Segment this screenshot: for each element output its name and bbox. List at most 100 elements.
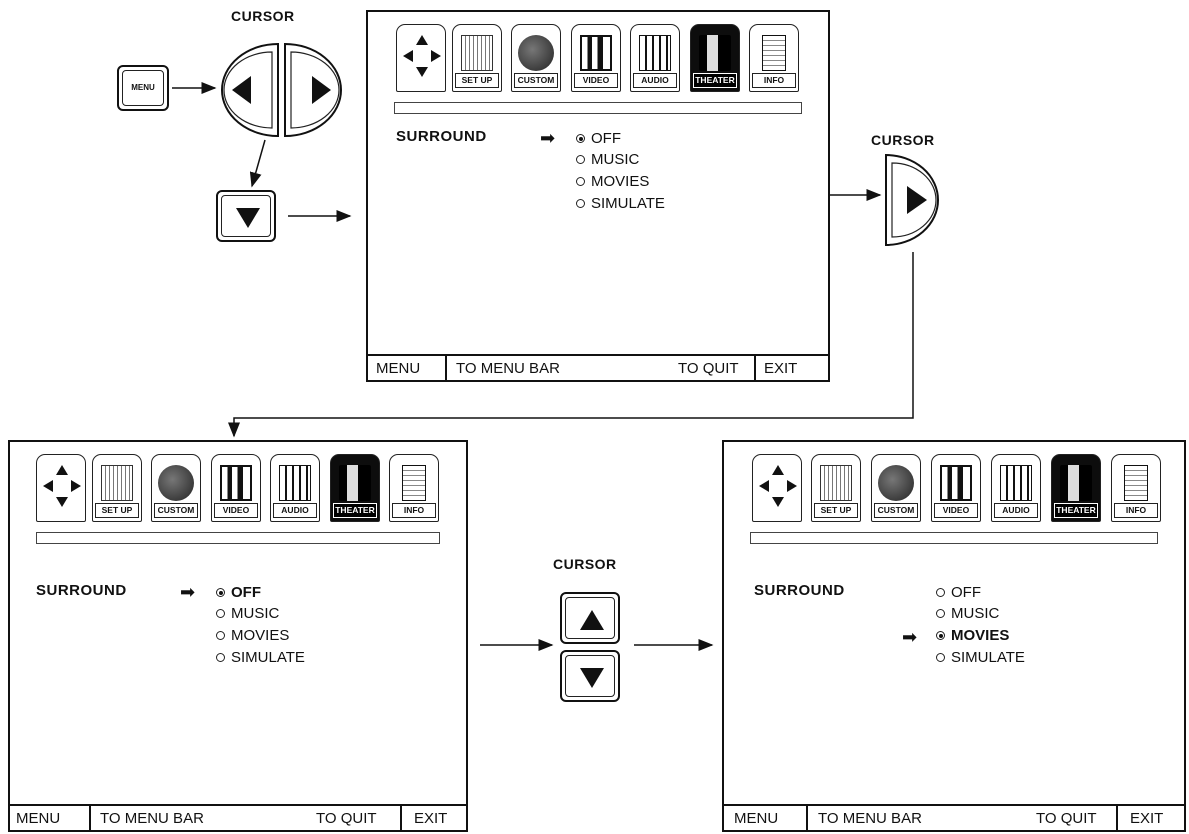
option-movies[interactable]: MOVIES [576,173,649,190]
divider [754,356,756,380]
tab-audio[interactable]: AUDIO [270,454,320,522]
bottom-bar: MENU TO MENU BAR TO QUIT EXIT [10,804,466,830]
option-label: MOVIES [951,627,1010,644]
right-triangle-icon [312,76,331,104]
cursor-down-key-top[interactable] [216,190,276,242]
tab-custom[interactable]: CUSTOM [151,454,201,522]
tab-move[interactable] [36,454,86,522]
right-pointer-icon: ➡ [180,582,196,602]
bottom-to-menu-bar: TO MENU BAR [456,360,560,377]
document-icon [402,465,426,501]
option-music[interactable]: MUSIC [576,151,639,168]
bottom-bar: MENU TO MENU BAR TO QUIT EXIT [368,354,828,380]
bottom-to-quit: TO QUIT [1036,810,1097,827]
radio-icon [936,588,945,597]
bottom-menu[interactable]: MENU [16,810,61,827]
four-way-arrow-icon [403,35,441,77]
tab-custom-label: CUSTOM [154,503,198,518]
tab-info-label: INFO [1114,503,1158,518]
menu-indicator-strip [394,102,802,114]
piano-keys-icon [279,465,311,501]
option-off[interactable]: OFF [936,584,981,601]
palette-icon [158,465,194,501]
projector-icon [699,35,731,71]
radio-icon [576,199,585,208]
tab-video-label: VIDEO [934,503,978,518]
radio-icon [576,177,585,186]
piano-keys-icon [1000,465,1032,501]
palette-icon [518,35,554,71]
setup-icon [820,465,852,501]
tab-video-label: VIDEO [574,73,618,88]
document-icon [762,35,786,71]
tab-setup-label: SET UP [814,503,858,518]
tab-info-label: INFO [752,73,796,88]
tab-move[interactable] [752,454,802,522]
tab-setup-label: SET UP [95,503,139,518]
option-off[interactable]: OFF [216,584,261,601]
tab-setup[interactable]: SET UP [811,454,861,522]
bottom-exit[interactable]: EXIT [414,810,448,827]
option-label: SIMULATE [591,195,665,212]
piano-keys-icon [639,35,671,71]
tab-custom[interactable]: CUSTOM [871,454,921,522]
option-off[interactable]: OFF [576,130,621,147]
menu-key-face: MENU [122,70,164,106]
option-movies[interactable]: MOVIES [936,627,1009,644]
bottom-menu[interactable]: MENU [376,360,421,377]
bottom-exit[interactable]: EXIT [764,360,798,377]
tab-theater[interactable]: THEATER [690,24,740,92]
option-simulate[interactable]: SIMULATE [216,649,305,666]
bottom-menu[interactable]: MENU [734,810,779,827]
down-triangle-icon-2 [580,668,604,688]
tv-menu-screen-2: SET UP CUSTOM VIDEO AUDIO THEATER INFO S… [8,440,468,832]
cursor-right-key[interactable] [284,42,342,138]
option-simulate[interactable]: SIMULATE [936,649,1025,666]
divider [89,806,91,830]
option-music[interactable]: MUSIC [936,605,999,622]
tab-info-label: INFO [392,503,436,518]
tab-audio[interactable]: AUDIO [991,454,1041,522]
tab-move[interactable] [396,24,446,92]
tab-video[interactable]: VIDEO [931,454,981,522]
radio-icon [216,653,225,662]
option-label: OFF [951,584,981,601]
tab-setup[interactable]: SET UP [92,454,142,522]
tab-info[interactable]: INFO [749,24,799,92]
tab-custom-label: CUSTOM [874,503,918,518]
tab-theater[interactable]: THEATER [1051,454,1101,522]
cursor-label-right: CURSOR [871,132,935,148]
tab-setup[interactable]: SET UP [452,24,502,92]
option-label: MUSIC [591,151,640,168]
option-label: MUSIC [951,605,1000,622]
cursor-down-key-face-2 [565,655,615,697]
option-simulate[interactable]: SIMULATE [576,195,665,212]
tab-info[interactable]: INFO [1111,454,1161,522]
menu-tab-bar: SET UP CUSTOM VIDEO AUDIO THEATER INFO [724,442,1184,530]
tab-info[interactable]: INFO [389,454,439,522]
cursor-down-key-face [221,195,271,237]
cursor-up-key[interactable] [560,592,620,644]
tab-custom[interactable]: CUSTOM [511,24,561,92]
option-label: SIMULATE [231,649,305,666]
four-way-arrow-icon [759,465,797,507]
tab-audio[interactable]: AUDIO [630,24,680,92]
left-triangle-icon [232,76,251,104]
cursor-left-key[interactable] [221,42,279,138]
option-label: SIMULATE [951,649,1025,666]
tab-video[interactable]: VIDEO [571,24,621,92]
bottom-bar: MENU TO MENU BAR TO QUIT EXIT [724,804,1184,830]
tab-theater-label: THEATER [693,73,737,88]
bottom-exit[interactable]: EXIT [1130,810,1164,827]
tab-video[interactable]: VIDEO [211,454,261,522]
down-triangle-icon [236,208,260,228]
cursor-down-key-middle[interactable] [560,650,620,702]
tab-theater[interactable]: THEATER [330,454,380,522]
option-label: MUSIC [231,605,280,622]
option-music[interactable]: MUSIC [216,605,279,622]
option-movies[interactable]: MOVIES [216,627,289,644]
menu-key-button[interactable]: MENU [117,65,169,111]
option-label: OFF [591,130,621,147]
